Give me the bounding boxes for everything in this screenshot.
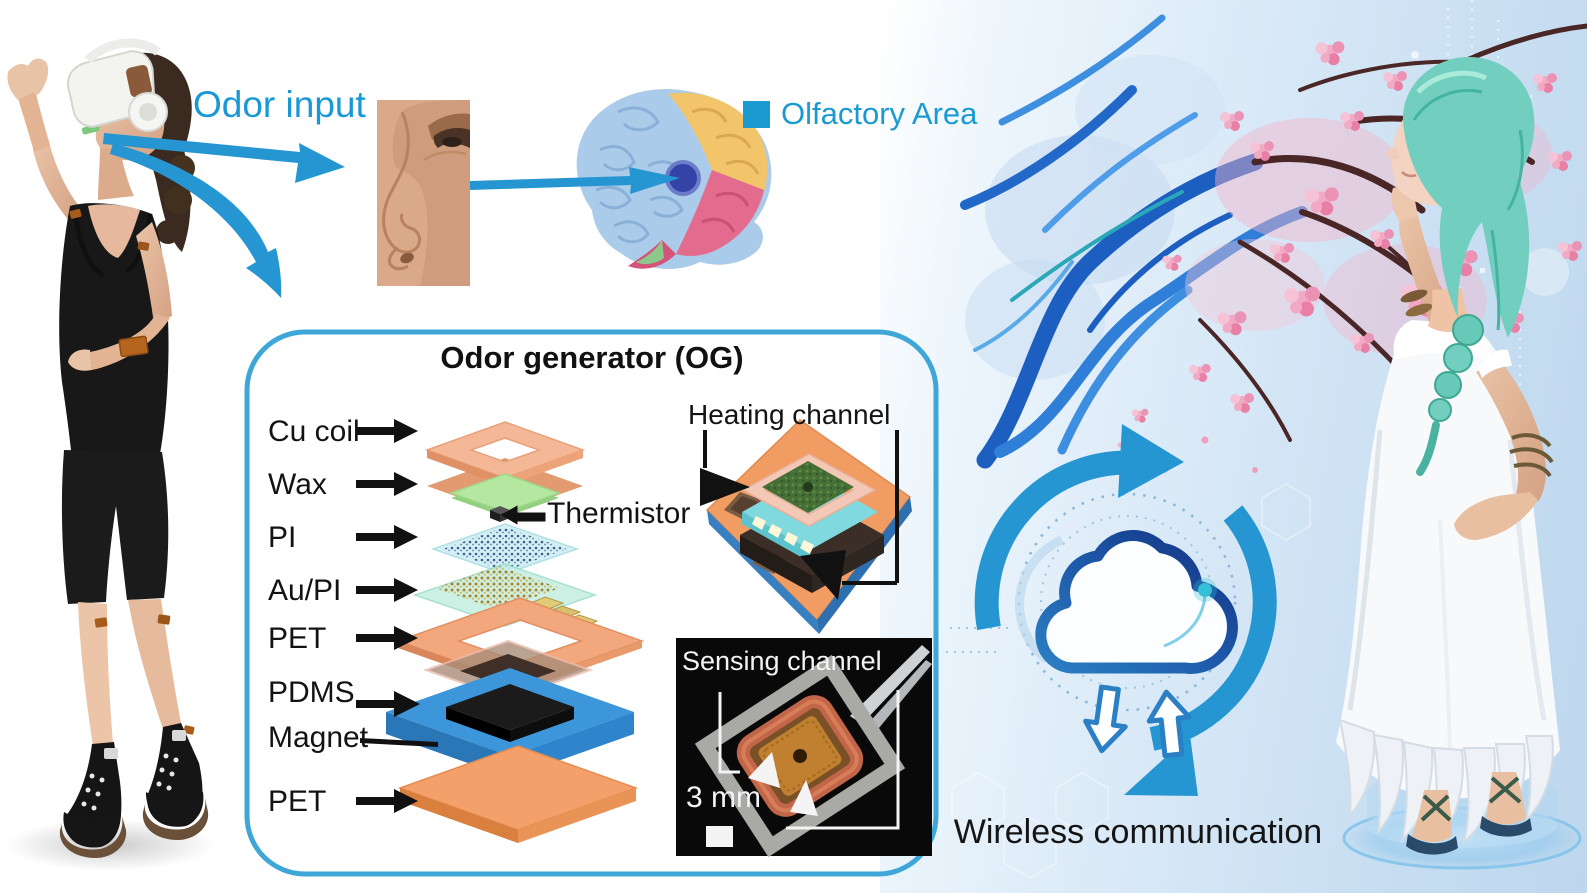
layer-label-pi: PI	[268, 521, 297, 554]
olfactory-legend-square-icon	[743, 101, 770, 128]
scale-bar-label: 3 mm	[686, 781, 761, 814]
cloud-sync-icon	[974, 424, 1277, 796]
layer-label-pdms: PDMS	[268, 676, 355, 709]
layer-wax	[448, 473, 562, 517]
teal-hair	[1403, 56, 1535, 476]
vr-user-character	[5, 38, 215, 871]
og-box-title: Odor generator (OG)	[440, 340, 744, 375]
layer-pet-bottom	[397, 745, 639, 843]
nose-photo	[377, 100, 470, 286]
odor-input-label: Odor input	[193, 84, 366, 125]
arm-patch	[118, 335, 149, 358]
layer-label-pet: PET	[268, 622, 327, 655]
sensing-channel-label: Sensing channel	[682, 646, 882, 676]
cycle-arrows-icon	[974, 424, 1277, 796]
layer-label-pet-bottom: PET	[268, 785, 327, 818]
scale-bar	[706, 826, 733, 847]
sensing-channel-photo	[676, 638, 932, 857]
layer-label-arrows	[356, 419, 438, 813]
og-box-border	[244, 329, 939, 877]
heating-channel-device	[700, 419, 912, 634]
virtual-girl-character	[1336, 56, 1582, 870]
exploded-layer-stack	[386, 421, 645, 843]
layer-label-au-pi: Au/PI	[268, 574, 342, 607]
wireless-communication-label: Wireless communication	[953, 813, 1323, 851]
olfactory-area-label: Olfactory Area	[781, 96, 978, 131]
layer-label-wax: Wax	[268, 468, 327, 501]
sneakers	[59, 723, 209, 858]
heating-channel-label: Heating channel	[688, 399, 891, 430]
layer-label-cu-coil: Cu coil	[268, 415, 360, 448]
flow-arrows	[103, 133, 680, 298]
thermistor-label: Thermistor	[547, 497, 691, 530]
vr-headset	[66, 38, 168, 132]
thermistor-component	[490, 505, 546, 525]
vine-armband	[1509, 433, 1554, 478]
blue-branches	[960, 14, 1308, 469]
layer-label-magnet: Magnet	[268, 721, 369, 754]
sandals	[1406, 772, 1532, 855]
